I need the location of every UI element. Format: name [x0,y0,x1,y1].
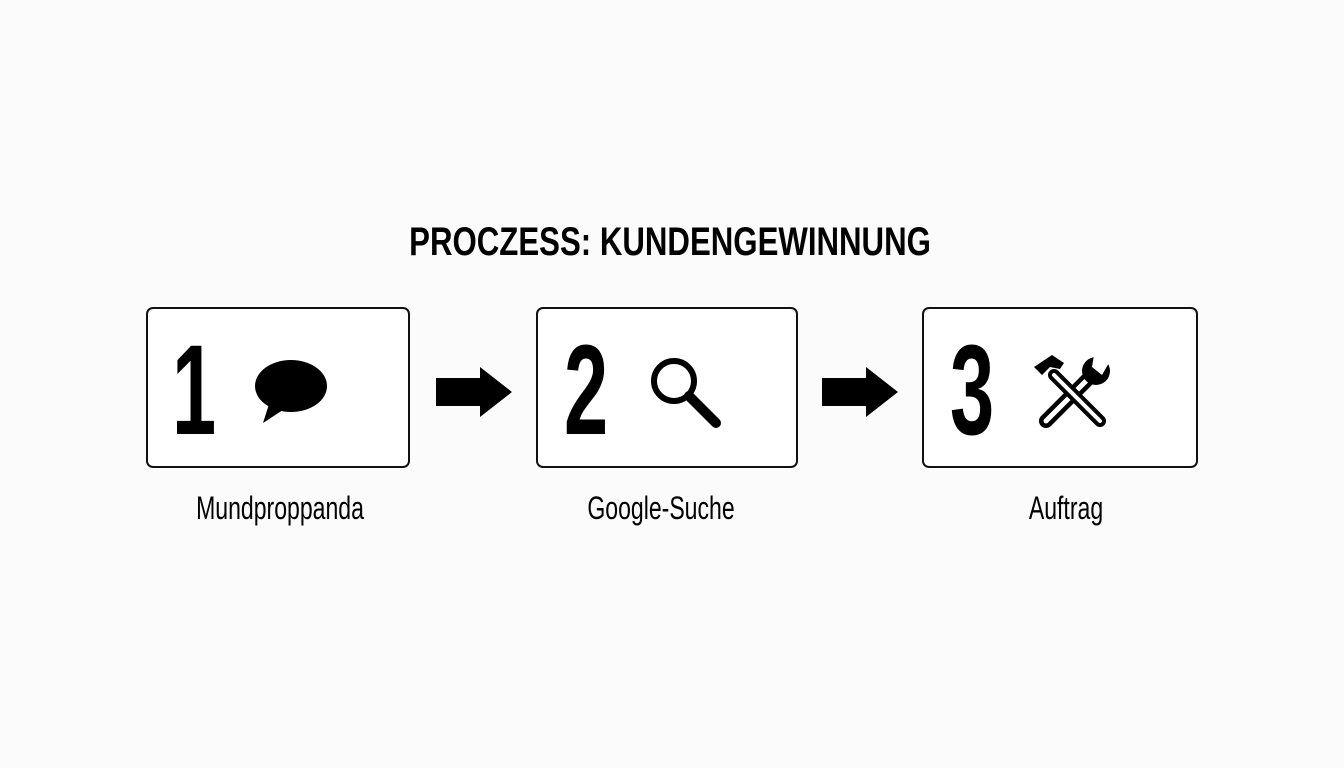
step-number-1: 1 [172,319,217,462]
step-label-1: Mundproppanda [196,490,364,526]
magnifier-icon [651,358,721,428]
step-box-2: 2 [536,307,798,468]
step-box-3: 3 [922,307,1198,468]
arrow-right-icon [436,367,512,417]
step-number-3: 3 [950,319,995,462]
speech-bubble-icon [255,360,327,423]
arrow-right-icon [822,367,898,417]
diagram-title: PROCZESS: KUNDENGEWINNUNG [409,220,931,264]
step-label-3: Auftrag [1028,490,1104,526]
step-box-1: 1 [146,307,410,468]
step-number-2: 2 [564,319,609,462]
step-label-2: Google-Suche [587,490,735,526]
hammer-wrench-icon [1034,355,1110,428]
